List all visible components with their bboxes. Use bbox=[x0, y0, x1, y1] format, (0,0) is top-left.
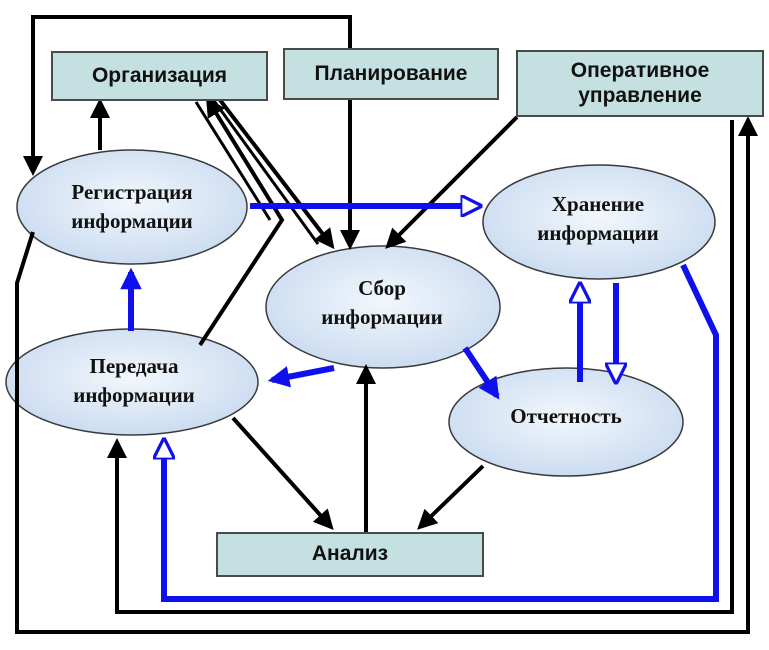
collection-oval bbox=[265, 245, 501, 369]
organization-box: Организация bbox=[51, 51, 268, 101]
reporting-oval bbox=[448, 367, 684, 477]
storage-to-transfer-arrow bbox=[164, 263, 719, 602]
storage-label: Хранение информации bbox=[537, 191, 659, 245]
reporting-label: Отчетность bbox=[510, 404, 622, 429]
operations-to-collection-arrow bbox=[385, 115, 519, 249]
planning-box: Планирование bbox=[283, 48, 499, 100]
registration-oval bbox=[16, 149, 248, 265]
organization-to-collection-arrow bbox=[218, 98, 335, 250]
top-loop-arrow bbox=[23, 15, 352, 176]
registration-label: Регистрация информации bbox=[71, 179, 193, 233]
storage-oval bbox=[482, 164, 716, 280]
collection-to-transfer-arrow bbox=[267, 365, 335, 388]
transfer-to-organization-arrow bbox=[198, 96, 285, 347]
reporting-to-analysis-arrow bbox=[417, 464, 485, 530]
transfer-label: Передача информации bbox=[73, 353, 195, 407]
transfer-to-analysis-arrow bbox=[231, 416, 334, 530]
operational-management-box: Оперативное управление bbox=[516, 50, 764, 117]
collection-label: Сбор информации bbox=[321, 275, 443, 329]
analysis-box: Анализ bbox=[216, 532, 484, 577]
bottom-loop-to-transfer-arrow bbox=[107, 120, 734, 614]
outer-loop-to-operations-arrow bbox=[15, 116, 758, 634]
collection-to-reporting-arrow bbox=[462, 346, 500, 400]
